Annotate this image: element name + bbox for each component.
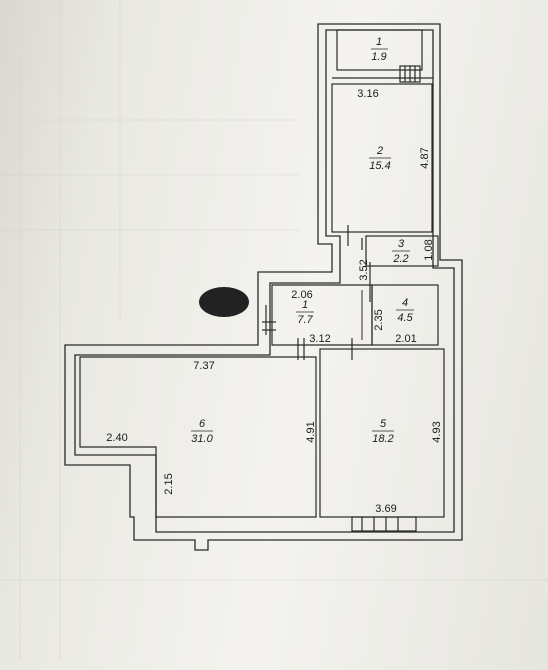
room-2-number: 2 xyxy=(376,145,383,157)
room-1-area: 7.7 xyxy=(297,314,313,326)
dimension-labels: 3.16 4.87 1.08 3.52 2.06 2.35 3.12 2.01 … xyxy=(106,88,443,515)
dim-3-16: 3.16 xyxy=(357,88,378,100)
dim-2-35: 2.35 xyxy=(373,309,385,330)
dim-2-40: 2.40 xyxy=(106,432,127,444)
dim-4-91: 4.91 xyxy=(305,421,317,442)
dim-3-69: 3.69 xyxy=(375,503,396,515)
dim-7-37: 7.37 xyxy=(193,360,214,372)
dim-2-15: 2.15 xyxy=(163,473,175,494)
room-2-area: 15.4 xyxy=(369,160,390,172)
room-5-area: 18.2 xyxy=(372,433,393,445)
dim-2-01: 2.01 xyxy=(395,333,416,345)
room-5-number: 5 xyxy=(380,418,387,430)
dim-3-12: 3.12 xyxy=(309,333,330,345)
balcony-number: 1 xyxy=(376,36,382,48)
room-3-area: 2.2 xyxy=(392,253,408,265)
room-4-number: 4 xyxy=(402,297,408,309)
dim-1-08: 1.08 xyxy=(423,239,435,260)
room-labels: 1 1.9 2 15.4 3 2.2 4 4.5 1 7.7 5 18.2 6 … xyxy=(191,36,414,445)
redaction-mark xyxy=(199,287,249,317)
room-6-area: 31.0 xyxy=(191,433,213,445)
dim-2-06: 2.06 xyxy=(291,289,312,301)
dim-4-93: 4.93 xyxy=(431,421,443,442)
balcony-area: 1.9 xyxy=(371,51,386,63)
room-3-number: 3 xyxy=(398,238,405,250)
interior-walls xyxy=(79,29,445,532)
dim-4-87: 4.87 xyxy=(419,147,431,168)
room-6-number: 6 xyxy=(199,418,206,430)
room-1-number: 1 xyxy=(302,299,308,311)
dim-3-52: 3.52 xyxy=(358,259,370,280)
room-4-area: 4.5 xyxy=(397,312,413,324)
outer-walls xyxy=(64,23,463,551)
